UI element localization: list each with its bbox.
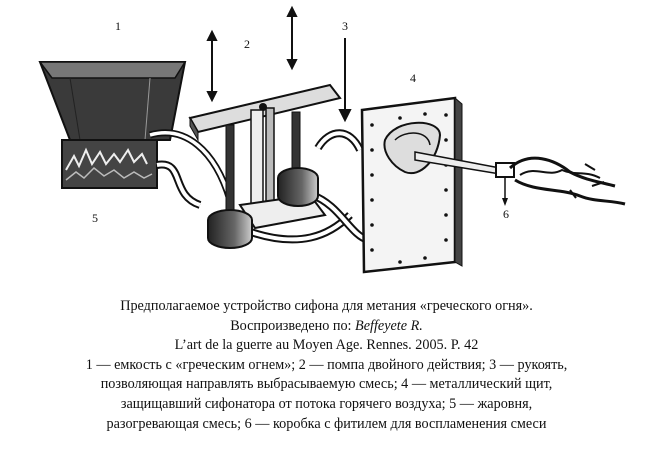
figure-caption: Предполагаемое устройство сифона для мет… (0, 297, 653, 434)
caption-source-prefix: Воспроизведено по: (230, 317, 356, 334)
caption-legend-line-3: защищавший сифонатора от потока горячего… (120, 395, 533, 412)
double-action-pump (188, 83, 342, 249)
label-6: 6 (503, 207, 509, 221)
wick-box (495, 156, 626, 206)
metal-shield (360, 96, 463, 274)
caption-source-author: Beffeyete R. (355, 317, 423, 334)
siphon-illustration: 1 2 3 4 5 6 (38, 5, 626, 274)
label-2: 2 (244, 37, 250, 51)
label-4: 4 (410, 71, 416, 85)
container-with-greek-fire (38, 61, 187, 141)
brazier (61, 139, 158, 189)
caption-title: Предполагаемое устройство сифона для мет… (120, 298, 533, 314)
caption-legend-line-1: 1 — емкость с «греческим огнем»; 2 — пом… (85, 356, 568, 373)
label-5: 5 (92, 211, 98, 225)
caption-legend-line-4: разогревающая смесь; 6 — коробка с фитил… (106, 415, 547, 432)
caption-source: Воспроизведено по: Beffeyete R. (0, 317, 653, 337)
caption-legend-line-2: позволяющая направлять выбрасываемую сме… (100, 376, 553, 393)
label-3: 3 (342, 19, 348, 33)
motion-arrows (206, 5, 352, 123)
caption-source-book: L’art de la guerre au Moyen Age. Rennes.… (174, 337, 479, 354)
label-1: 1 (115, 19, 121, 33)
